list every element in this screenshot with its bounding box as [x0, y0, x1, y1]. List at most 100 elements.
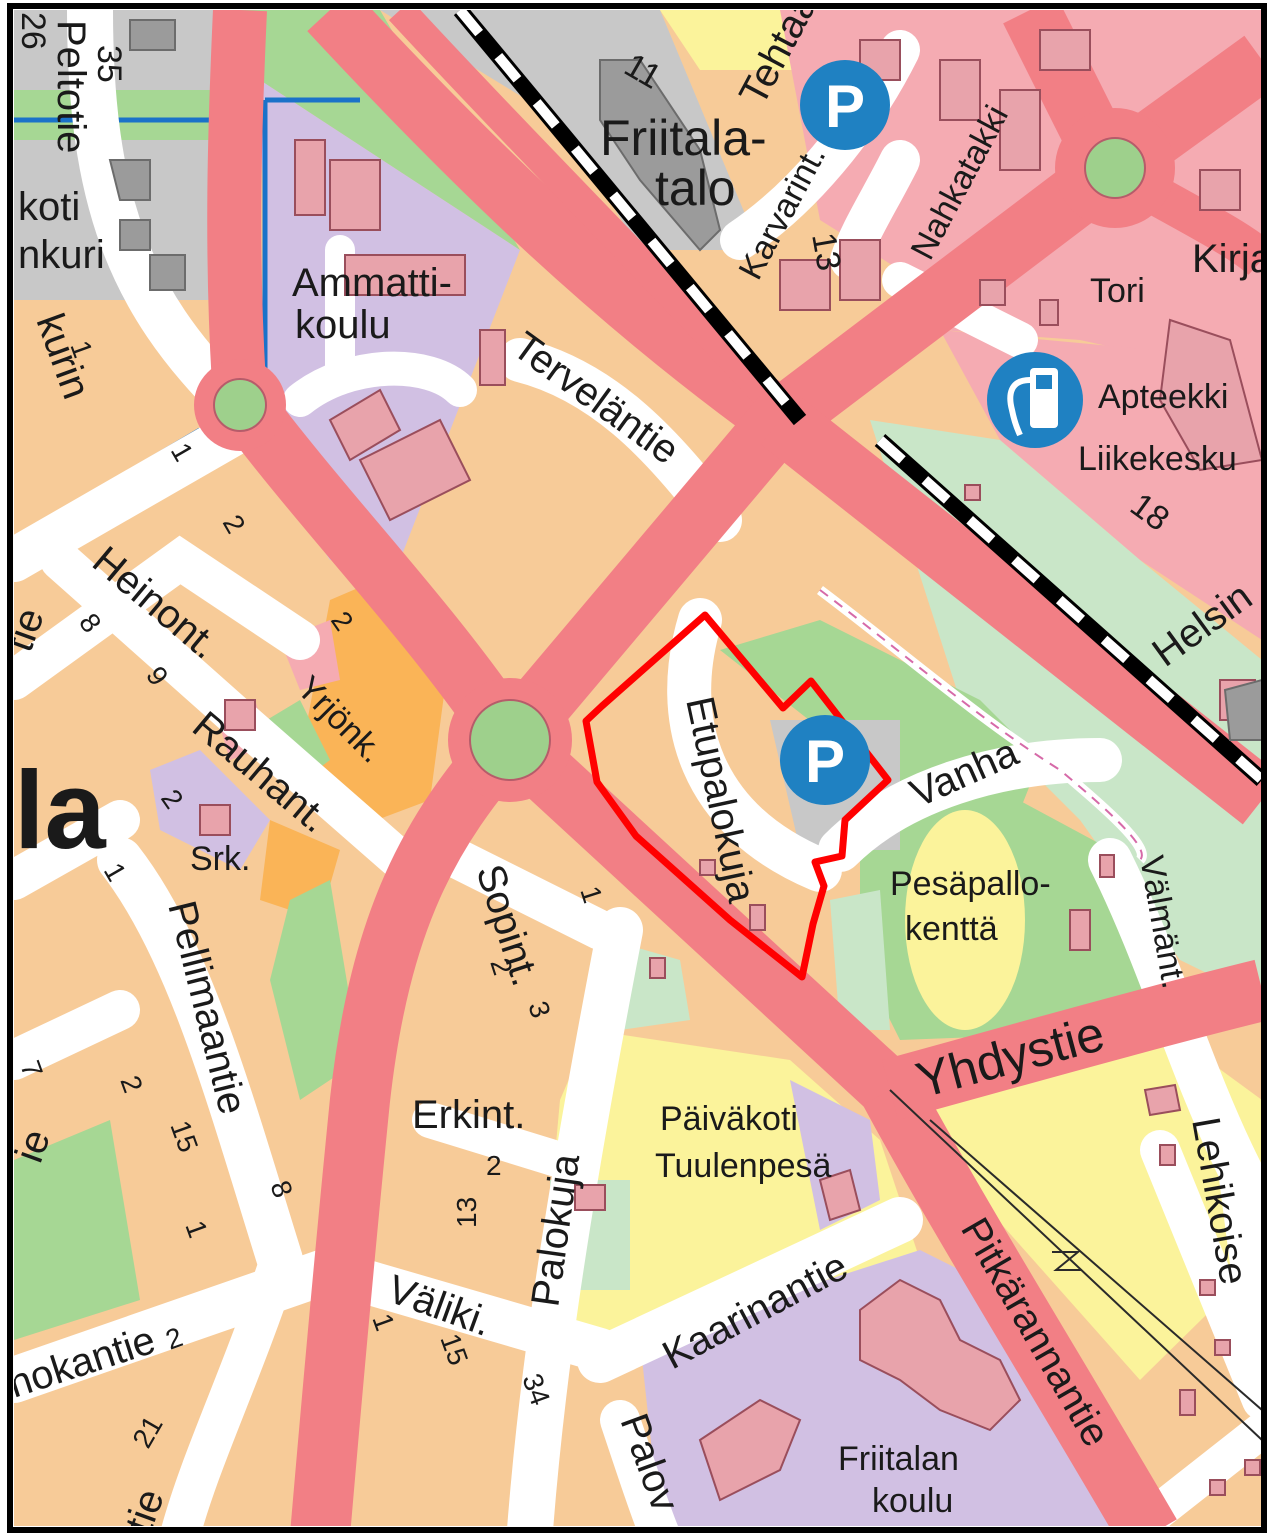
building: [939, 59, 981, 121]
building: [119, 219, 151, 251]
footpath-dash: [819, 589, 1143, 861]
building: [129, 19, 176, 51]
building: [224, 699, 256, 731]
building: [1069, 909, 1091, 951]
road-pellimaantie: [97, 837, 303, 1283]
road-heinont: [14, 535, 320, 700]
main-road-yhdystie: [881, 959, 1262, 1120]
label-number: 35: [90, 45, 128, 83]
yellow-zone-east: [920, 1040, 1262, 1380]
label-srk: Srk.: [190, 840, 250, 878]
building: [1143, 1083, 1182, 1117]
road-west-1: [14, 408, 262, 582]
roundabout-northeast: [1084, 137, 1146, 199]
roundabout-center: [469, 699, 551, 781]
road-etupalokuja: [667, 598, 842, 892]
building: [1199, 1279, 1216, 1296]
label-tori: Tori: [1090, 272, 1145, 310]
building: [999, 89, 1041, 171]
grey-buildings: [108, 19, 1262, 741]
building: [1209, 1479, 1226, 1496]
building: [839, 239, 881, 301]
building: [1199, 169, 1241, 211]
label-paivakoti: Päiväkoti: [660, 1100, 798, 1138]
label-number: 13: [804, 230, 848, 274]
building: [199, 804, 231, 836]
building: [818, 1168, 862, 1222]
building: [108, 159, 151, 201]
building: [1179, 1389, 1196, 1416]
building: [1159, 1144, 1176, 1166]
label-friitala: Friitala-: [600, 110, 767, 166]
main-road-pitkarannantie: [862, 1075, 1177, 1526]
label-koulu2: koulu: [872, 1482, 953, 1520]
building: [979, 279, 1006, 306]
building: [1158, 318, 1262, 472]
label-number: 26: [14, 12, 52, 50]
building: [649, 957, 666, 979]
main-road-diag-2: [307, 10, 799, 446]
label-kirja: Kirja: [1192, 237, 1273, 281]
parking-letter: P: [805, 728, 845, 795]
building: [329, 159, 381, 231]
road-lehikoise: [1140, 1130, 1262, 1420]
building-friitala-talo: [599, 59, 722, 252]
road-vanha: [818, 738, 1122, 872]
park-strip: [230, 10, 520, 250]
label-tuulenpesa: Tuulenpesä: [655, 1147, 832, 1185]
north-arrow-icon: [889, 1089, 1262, 1441]
building: [358, 418, 472, 522]
building: [1244, 1459, 1261, 1476]
yellow-zone-top: [660, 10, 800, 70]
label-liikekesku: Liikekesku: [1078, 440, 1237, 478]
building: [294, 139, 326, 216]
buildings: [199, 29, 1262, 1502]
label-la: la: [14, 749, 107, 872]
fuel-station-icon[interactable]: [987, 352, 1083, 448]
label-pesapallo: Pesäpallo-: [890, 865, 1051, 903]
building: [479, 329, 506, 386]
building: [699, 859, 716, 876]
label-friitalan: Friitalan: [838, 1440, 959, 1478]
label-apteekki: Apteekki: [1098, 378, 1228, 416]
road-south-west: [161, 1240, 300, 1526]
building-school: [859, 1278, 1022, 1432]
parking-icon[interactable]: P: [800, 60, 890, 150]
label-number: 13: [451, 1197, 482, 1228]
building: [749, 904, 766, 931]
building: [328, 388, 402, 462]
label-nkuri: nkuri: [18, 233, 105, 277]
label-koti: koti: [18, 185, 80, 229]
main-road-north-west: [207, 10, 267, 402]
label-kentta: kenttä: [905, 910, 998, 948]
building: [344, 254, 466, 296]
road-ammattikoulu-loop: [283, 351, 477, 417]
label-talo: talo: [655, 160, 736, 216]
label-peltotie: Peltotie: [49, 20, 93, 153]
map-frame: [7, 3, 1267, 1533]
parking-icon[interactable]: P: [780, 715, 870, 805]
railway-line: [453, 10, 1262, 786]
building: [779, 259, 831, 311]
building: [964, 484, 981, 501]
road-erkint: [412, 1102, 578, 1178]
pesapallo-field: [905, 810, 1025, 1030]
parking-letter: P: [825, 73, 865, 140]
label-erkint: Erkint.: [412, 1093, 525, 1137]
building: [1214, 1339, 1231, 1356]
road-palokuja: [507, 907, 643, 1526]
building: [149, 254, 186, 291]
label-ammatti: Ammatti-: [292, 261, 452, 305]
public-zone-small: [790, 1080, 880, 1230]
road-sopint: [420, 830, 620, 950]
main-road-south-diag: [489, 717, 911, 1113]
label-koulu: koulu: [295, 303, 391, 347]
building-school-2: [698, 1398, 802, 1502]
main-road-diag-2b: [388, 10, 811, 441]
road-west-2: [14, 800, 140, 900]
roundabout-northwest: [213, 378, 267, 432]
main-road-south: [290, 720, 533, 1526]
building: [574, 1184, 606, 1211]
park-southwest: [14, 1120, 140, 1340]
